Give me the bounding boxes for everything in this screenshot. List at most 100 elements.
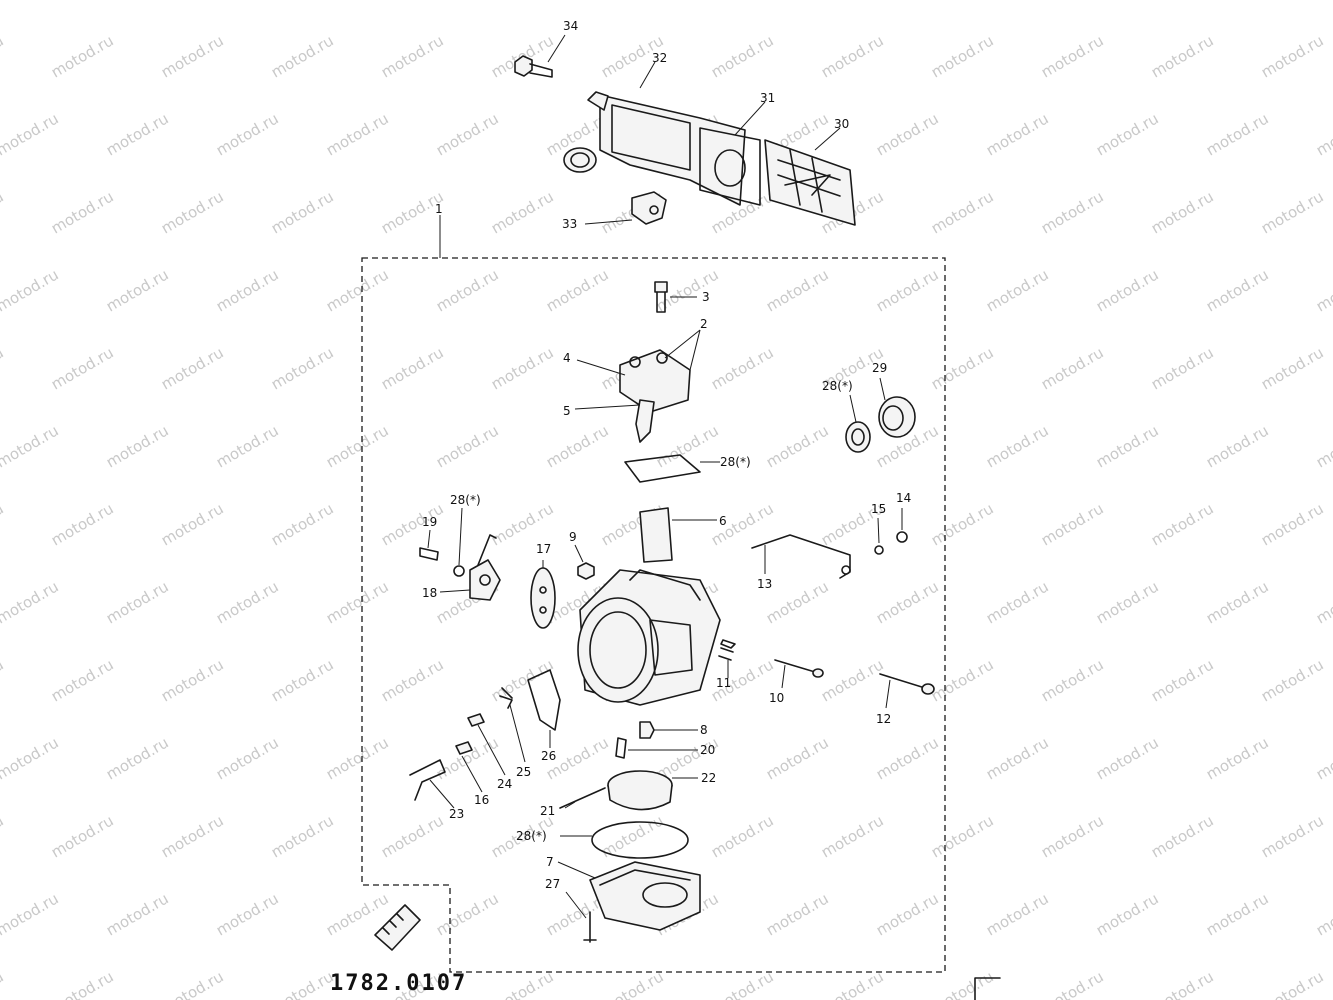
watermark-text: motod.ru bbox=[103, 265, 172, 315]
watermark-text: motod.ru bbox=[378, 343, 447, 393]
callout-11: 11 bbox=[716, 676, 731, 690]
callout-32: 32 bbox=[652, 51, 667, 65]
watermark-text: motod.ru bbox=[928, 811, 997, 861]
watermark-text: motod.ru bbox=[818, 811, 887, 861]
watermark-text: motod.ru bbox=[158, 31, 227, 81]
watermark-text: motod.ru bbox=[1148, 811, 1217, 861]
callout-labels: 34323130331324528(*)2928(*)28(*)19181796… bbox=[422, 19, 911, 891]
watermark-text: motod.ru bbox=[543, 0, 612, 3]
part-15-washer bbox=[874, 517, 884, 555]
part-28-seal bbox=[845, 394, 871, 453]
watermark-text: motod.ru bbox=[48, 655, 117, 705]
watermark-text: motod.ru bbox=[213, 109, 282, 159]
watermark-text: motod.ru bbox=[543, 421, 612, 471]
watermark-text: motod.ru bbox=[1203, 577, 1272, 627]
watermark-text: motod.ru bbox=[1148, 343, 1217, 393]
watermark-text: motod.ru bbox=[323, 0, 392, 3]
callout-22: 22 bbox=[701, 771, 716, 785]
callout-10: 10 bbox=[769, 691, 784, 705]
watermark-text: motod.ru bbox=[213, 733, 282, 783]
callout-17: 17 bbox=[536, 542, 551, 556]
part-6-plate bbox=[639, 507, 717, 563]
watermark-text: motod.ru bbox=[323, 733, 392, 783]
watermark-text: motod.ru bbox=[763, 577, 832, 627]
watermark-text: motod.ru bbox=[268, 499, 337, 549]
watermark-text: motod.ru bbox=[1148, 187, 1217, 237]
watermark-text: motod.ru bbox=[928, 499, 997, 549]
part-28-gasket-top bbox=[624, 454, 720, 483]
part-17-diaphragm bbox=[530, 560, 556, 629]
assembly-boundary bbox=[361, 257, 946, 973]
watermark-text: motod.ru bbox=[0, 499, 7, 549]
watermark-text: motod.ru bbox=[873, 109, 942, 159]
watermark-text: motod.ru bbox=[488, 655, 557, 705]
watermark-text: motod.ru bbox=[983, 733, 1052, 783]
watermark-text: motod.ru bbox=[103, 577, 172, 627]
watermark-text: motod.ru bbox=[213, 421, 282, 471]
watermark-text: motod.ru bbox=[1258, 967, 1327, 1000]
watermark-text: motod.ru bbox=[983, 577, 1052, 627]
callout-2: 2 bbox=[700, 317, 708, 331]
callout-34: 34 bbox=[563, 19, 578, 33]
watermark-text: motod.ru bbox=[928, 655, 997, 705]
watermark-text: motod.ru bbox=[1258, 343, 1327, 393]
watermark-text: motod.ru bbox=[763, 733, 832, 783]
part-11-spring bbox=[718, 639, 736, 678]
watermark-text: motod.ru bbox=[543, 265, 612, 315]
watermark-text: motod.ru bbox=[1093, 889, 1162, 939]
watermark-text: motod.ru bbox=[1038, 655, 1107, 705]
watermark-text: motod.ru bbox=[103, 0, 172, 3]
watermark-text: motod.ru bbox=[653, 421, 722, 471]
part-28-washer-left bbox=[453, 507, 465, 577]
watermark-text: motod.ru bbox=[1093, 0, 1162, 3]
watermark-text: motod.ru bbox=[103, 421, 172, 471]
watermark-text: motod.ru bbox=[0, 187, 7, 237]
callout-14: 14 bbox=[896, 491, 911, 505]
part-4-throttle-housing bbox=[574, 329, 701, 443]
watermark-text: motod.ru bbox=[818, 655, 887, 705]
watermark-text: motod.ru bbox=[0, 655, 7, 705]
carburetor-body bbox=[577, 569, 721, 706]
callout-8: 8 bbox=[700, 723, 708, 737]
watermark-text: motod.ru bbox=[983, 0, 1052, 3]
watermark-text: motod.ru bbox=[268, 655, 337, 705]
watermark-text: motod.ru bbox=[378, 811, 447, 861]
watermark-text: motod.ru bbox=[1258, 187, 1327, 237]
watermark-text: motod.ru bbox=[433, 265, 502, 315]
watermark-text: motod.ru bbox=[158, 187, 227, 237]
watermark-text: motod.ru bbox=[0, 967, 7, 1000]
watermark-text: motod.ru bbox=[0, 343, 7, 393]
watermark-text: motod.ru bbox=[48, 187, 117, 237]
callout-23: 23 bbox=[449, 807, 464, 821]
part-24-spacer bbox=[467, 713, 506, 776]
watermark-text: motod.ru bbox=[708, 31, 777, 81]
watermark-text: motod.ru bbox=[378, 655, 447, 705]
watermark-text: motod.ru bbox=[103, 733, 172, 783]
watermark-text: motod.ru bbox=[983, 265, 1052, 315]
callout-29: 29 bbox=[872, 361, 887, 375]
part-8-plug bbox=[639, 721, 698, 739]
part-9-nut bbox=[574, 544, 595, 580]
callout-6: 6 bbox=[719, 514, 727, 528]
part-20-jet bbox=[615, 737, 698, 759]
watermark-text: motod.ru bbox=[818, 31, 887, 81]
watermark-text: motod.ru bbox=[1038, 811, 1107, 861]
part-13-lever bbox=[751, 534, 851, 579]
watermark-text: motod.ru bbox=[268, 187, 337, 237]
watermark-text: motod.ru bbox=[873, 0, 942, 3]
watermark-text: motod.ru bbox=[213, 577, 282, 627]
watermark-text: motod.ru bbox=[1148, 31, 1217, 81]
watermark-text: motod.ru bbox=[1203, 889, 1272, 939]
watermark-text: motod.ru bbox=[103, 889, 172, 939]
watermark-text: motod.ru bbox=[213, 889, 282, 939]
watermark-text: motod.ru bbox=[1148, 655, 1217, 705]
part-10-screw bbox=[774, 659, 824, 689]
watermark-text: motod.ru bbox=[928, 187, 997, 237]
part-29-bushing bbox=[878, 377, 916, 438]
watermark-text: motod.ru bbox=[1038, 343, 1107, 393]
watermark-text: motod.ru bbox=[488, 343, 557, 393]
watermark-text: motod.ru bbox=[1313, 733, 1333, 783]
watermark-text: motod.ru bbox=[1313, 109, 1333, 159]
part-14-nut bbox=[896, 508, 908, 543]
